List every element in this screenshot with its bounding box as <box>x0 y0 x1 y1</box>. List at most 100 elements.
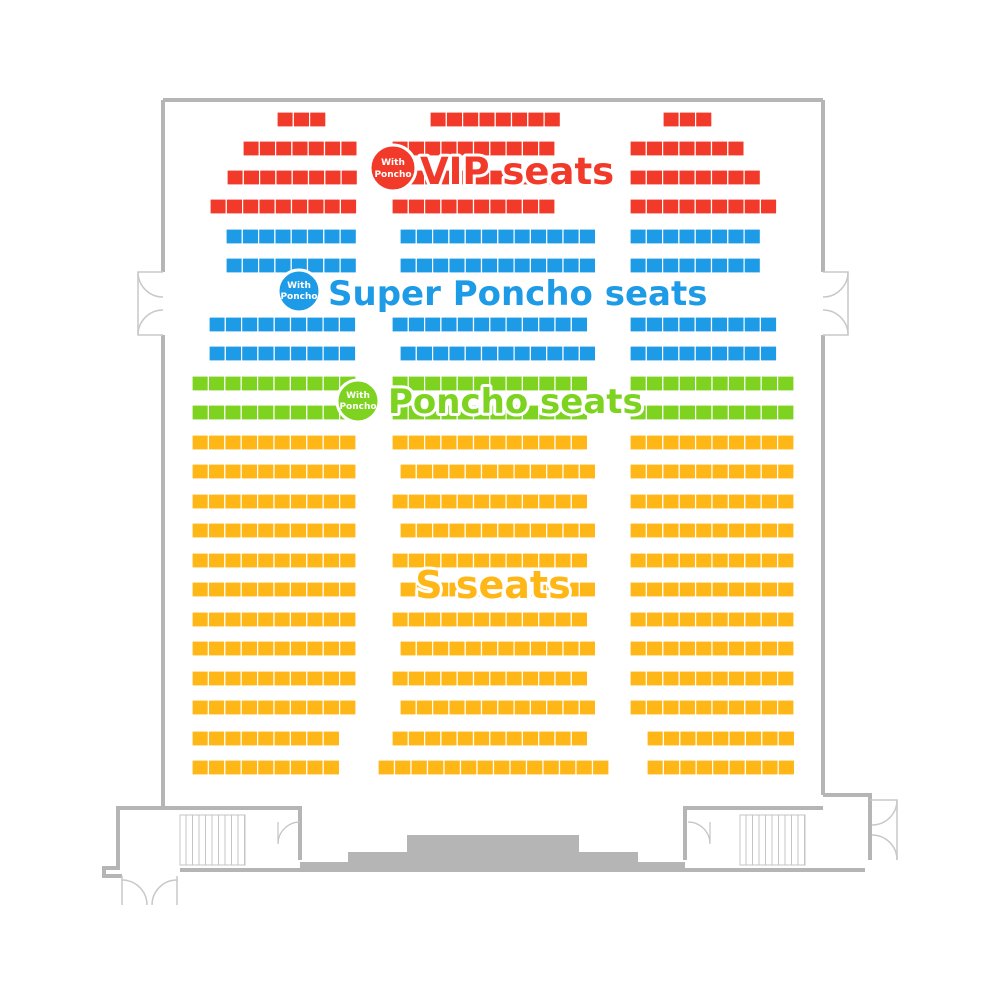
seat-s[interactable] <box>662 640 680 657</box>
seat-super_poncho[interactable] <box>521 316 540 333</box>
seat-s[interactable] <box>694 699 713 716</box>
seat-vip[interactable] <box>258 140 277 157</box>
seat-poncho[interactable] <box>207 404 226 421</box>
seat-s[interactable] <box>224 463 242 480</box>
seat-s[interactable] <box>678 552 697 569</box>
seat-s[interactable] <box>191 759 209 776</box>
seat-s[interactable] <box>240 463 259 480</box>
seat-vip[interactable] <box>510 111 529 128</box>
seat-s[interactable] <box>711 434 729 451</box>
seat-vip[interactable] <box>494 111 513 128</box>
seat-super_poncho[interactable] <box>391 316 409 333</box>
seat-s[interactable] <box>546 699 564 716</box>
seat-s[interactable] <box>629 640 647 657</box>
seat-vip[interactable] <box>339 198 358 215</box>
seat-s[interactable] <box>776 699 795 716</box>
seat-s[interactable] <box>629 434 647 451</box>
seat-s[interactable] <box>645 640 664 657</box>
seat-super_poncho[interactable] <box>489 316 507 333</box>
seat-s[interactable] <box>424 670 442 687</box>
seat-super_poncho[interactable] <box>678 257 696 274</box>
seat-s[interactable] <box>489 730 507 747</box>
seat-super_poncho[interactable] <box>727 257 745 274</box>
seat-poncho[interactable] <box>257 404 275 421</box>
seat-vip[interactable] <box>505 198 524 215</box>
seat-s[interactable] <box>240 640 259 657</box>
seat-super_poncho[interactable] <box>241 257 260 274</box>
seat-s[interactable] <box>322 730 341 747</box>
seat-s[interactable] <box>760 699 779 716</box>
seat-s[interactable] <box>521 493 540 510</box>
seat-s[interactable] <box>322 493 341 510</box>
seat-s[interactable] <box>538 611 556 628</box>
seat-s[interactable] <box>776 522 795 539</box>
seat-vip[interactable] <box>324 169 342 186</box>
seat-super_poncho[interactable] <box>456 316 475 333</box>
seat-s[interactable] <box>240 493 259 510</box>
seat-vip[interactable] <box>242 140 260 157</box>
seat-s[interactable] <box>760 463 779 480</box>
seat-vip[interactable] <box>710 140 729 157</box>
seat-s[interactable] <box>727 463 746 480</box>
seat-s[interactable] <box>339 522 357 539</box>
seat-vip[interactable] <box>662 111 680 128</box>
seat-s[interactable] <box>629 522 647 539</box>
seat-s[interactable] <box>432 463 450 480</box>
seat-s[interactable] <box>306 640 324 657</box>
seat-vip[interactable] <box>478 111 496 128</box>
seat-s[interactable] <box>711 699 729 716</box>
seat-super_poncho[interactable] <box>759 316 778 333</box>
seat-super_poncho[interactable] <box>629 228 647 245</box>
seat-s[interactable] <box>472 611 491 628</box>
seat-s[interactable] <box>306 670 324 687</box>
seat-s[interactable] <box>728 759 746 776</box>
seat-s[interactable] <box>240 434 259 451</box>
seat-vip[interactable] <box>521 198 540 215</box>
seat-s[interactable] <box>538 493 556 510</box>
seat-s[interactable] <box>744 434 762 451</box>
seat-poncho[interactable] <box>240 375 259 392</box>
seat-super_poncho[interactable] <box>578 345 597 362</box>
seat-s[interactable] <box>578 581 597 598</box>
seat-s[interactable] <box>432 640 450 657</box>
seat-s[interactable] <box>513 699 531 716</box>
seat-s[interactable] <box>224 434 242 451</box>
seat-s[interactable] <box>662 463 680 480</box>
seat-s[interactable] <box>776 434 795 451</box>
seat-s[interactable] <box>529 640 548 657</box>
seat-s[interactable] <box>191 463 209 480</box>
seat-s[interactable] <box>521 611 540 628</box>
seat-vip[interactable] <box>292 111 311 128</box>
seat-s[interactable] <box>224 611 242 628</box>
seat-vip[interactable] <box>743 198 761 215</box>
seat-super_poncho[interactable] <box>546 257 564 274</box>
seat-poncho[interactable] <box>711 375 729 392</box>
seat-poncho[interactable] <box>322 375 341 392</box>
seat-super_poncho[interactable] <box>710 316 729 333</box>
seat-s[interactable] <box>546 640 564 657</box>
seat-super_poncho[interactable] <box>225 228 243 245</box>
seat-s[interactable] <box>207 581 226 598</box>
seat-super_poncho[interactable] <box>224 345 243 362</box>
seat-s[interactable] <box>464 463 483 480</box>
seat-s[interactable] <box>464 699 483 716</box>
seat-s[interactable] <box>240 552 259 569</box>
seat-s[interactable] <box>505 611 524 628</box>
seat-s[interactable] <box>554 670 572 687</box>
seat-s[interactable] <box>410 759 429 776</box>
seat-s[interactable] <box>191 611 209 628</box>
seat-s[interactable] <box>679 759 697 776</box>
seat-super_poncho[interactable] <box>513 345 531 362</box>
seat-s[interactable] <box>391 611 409 628</box>
seat-poncho[interactable] <box>257 375 275 392</box>
seat-s[interactable] <box>678 522 697 539</box>
seat-s[interactable] <box>777 759 796 776</box>
seat-vip[interactable] <box>710 198 729 215</box>
seat-s[interactable] <box>207 670 226 687</box>
seat-s[interactable] <box>744 759 763 776</box>
seat-s[interactable] <box>645 434 664 451</box>
seat-s[interactable] <box>273 730 291 747</box>
seat-s[interactable] <box>456 493 475 510</box>
seat-s[interactable] <box>440 611 458 628</box>
seat-s[interactable] <box>562 640 580 657</box>
